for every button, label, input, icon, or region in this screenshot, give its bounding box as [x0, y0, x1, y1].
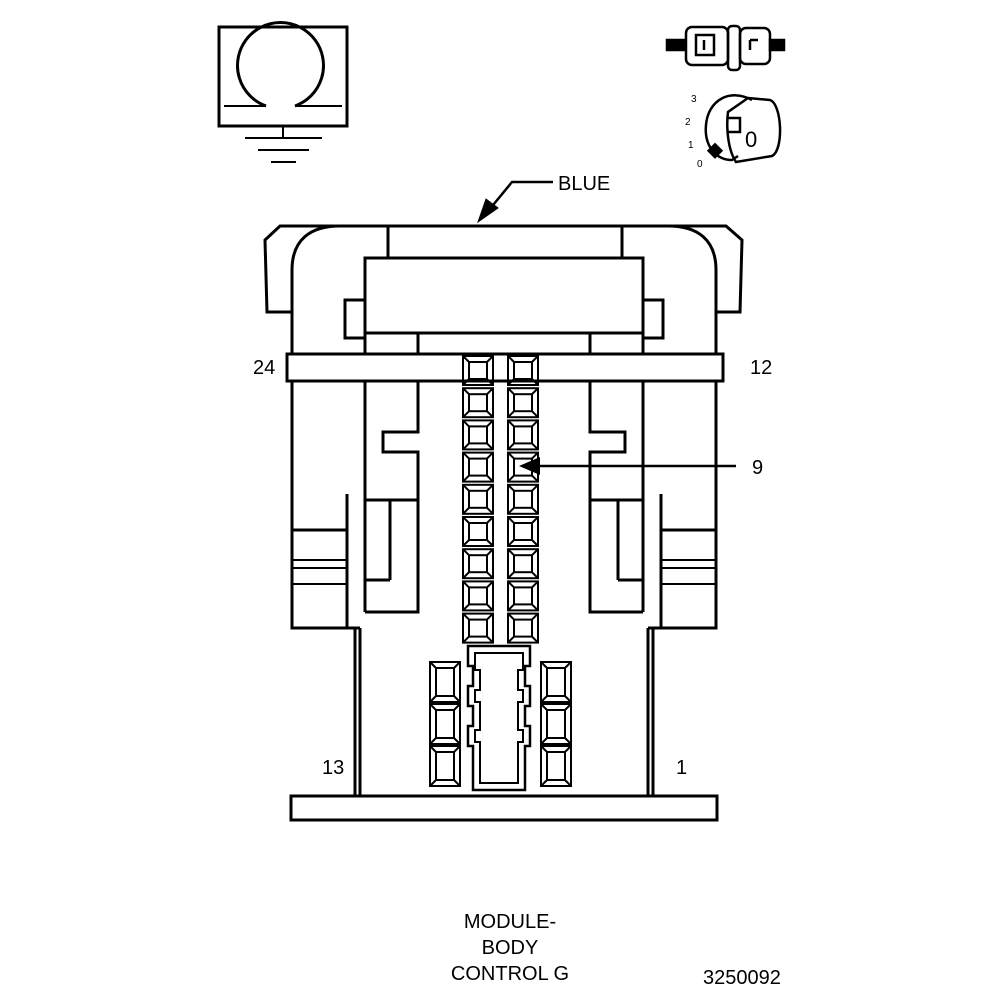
blue-arrowhead — [477, 198, 499, 224]
cavity-upper — [507, 612, 539, 644]
pin-9-arrowhead — [519, 457, 540, 475]
inline-connector-icon — [665, 24, 786, 72]
terminal-cavities — [429, 355, 572, 787]
dial-position-2: 2 — [685, 117, 691, 128]
cavity-upper — [462, 516, 494, 547]
dial-position-0: 0 — [697, 159, 703, 170]
cavity-upper — [462, 483, 494, 515]
pin-label-1: 1 — [676, 757, 687, 779]
cavity-upper — [507, 580, 539, 612]
cavity-upper — [507, 451, 539, 483]
footer-title-line-1: MODULE- — [464, 911, 556, 933]
cavity-upper — [462, 612, 494, 644]
dial-position-3: 3 — [691, 94, 697, 105]
cavity-upper — [507, 483, 539, 515]
ground-shield-icon — [217, 21, 349, 163]
cavity-upper — [507, 355, 539, 386]
cavity-lower — [540, 745, 572, 787]
footer-title-line-3: CONTROL G — [451, 963, 569, 985]
cavity-lower — [540, 703, 572, 745]
cavity-upper — [507, 419, 539, 451]
cavity-upper — [462, 580, 494, 612]
footer-title-line-2: BODY — [482, 937, 539, 959]
pin-label-24: 24 — [253, 357, 275, 379]
cavity-upper — [462, 419, 494, 451]
connector-housing — [263, 224, 744, 822]
connector-color-label: BLUE — [558, 173, 610, 195]
cavity-lower — [429, 703, 461, 745]
cavity-upper — [507, 516, 539, 547]
part-number: 3250092 — [703, 967, 781, 989]
lock-key-label: 0 — [745, 127, 757, 152]
cavity-upper — [462, 387, 494, 419]
lock-key-icon — [704, 94, 782, 164]
cavity-upper — [507, 387, 539, 419]
pin-9-callout-label: 9 — [752, 457, 763, 479]
cavity-lower — [429, 745, 461, 787]
cavity-upper — [462, 548, 494, 580]
dial-position-1: 1 — [688, 140, 694, 151]
pin-label-13: 13 — [322, 757, 344, 779]
cavity-upper — [462, 451, 494, 483]
polarization-key — [466, 644, 532, 792]
cavity-upper — [462, 355, 494, 386]
blue-leader — [488, 180, 553, 211]
cavity-lower — [429, 661, 461, 703]
cavity-lower — [540, 661, 572, 703]
pin-label-12: 12 — [750, 357, 772, 379]
cavity-upper — [507, 548, 539, 580]
